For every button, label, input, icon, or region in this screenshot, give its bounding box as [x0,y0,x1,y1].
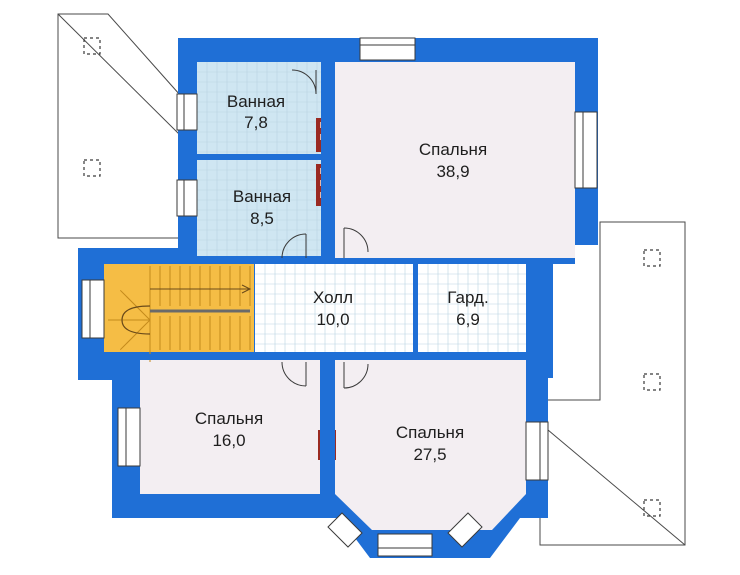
room-area-wardrobe: 6,9 [456,310,480,329]
room-area-bedroom-main: 38,9 [436,162,469,181]
room-name-hall: Холл [313,288,353,307]
dormer-marker-5 [643,499,661,517]
roof-slope-left [57,13,181,239]
dormer-marker-3 [643,249,661,267]
window-diagonal-left [327,512,363,548]
dormer-marker-1 [83,37,101,55]
stair-handrail [121,284,252,335]
door-swing-icon [281,69,369,389]
tile-grid [197,62,526,352]
room-name-bath-2: Ванная [233,187,291,206]
room-labels: Ванная 7,8 Спальня 38,9 Ванная 8,5 Холл … [195,92,489,464]
dormer-marker-4 [643,373,661,391]
roof-slope-right [539,221,686,546]
window-diagonal-right [447,512,483,548]
room-name-bedroom-main: Спальня [419,140,487,159]
dormer-marker-2 [83,159,101,177]
room-name-bath-1: Ванная [227,92,285,111]
staircase-icon [108,266,251,362]
room-name-bedroom-left: Спальня [195,409,263,428]
room-name-wardrobe: Гард. [447,288,488,307]
room-name-bedroom-right: Спальня [396,423,464,442]
room-area-bath-1: 7,8 [244,113,268,132]
room-area-bath-2: 8,5 [250,209,274,228]
room-area-bedroom-right: 27,5 [413,445,446,464]
window-icon [81,37,598,557]
room-area-bedroom-left: 16,0 [212,431,245,450]
interior-walls [140,60,575,494]
room-area-hall: 10,0 [316,310,349,329]
